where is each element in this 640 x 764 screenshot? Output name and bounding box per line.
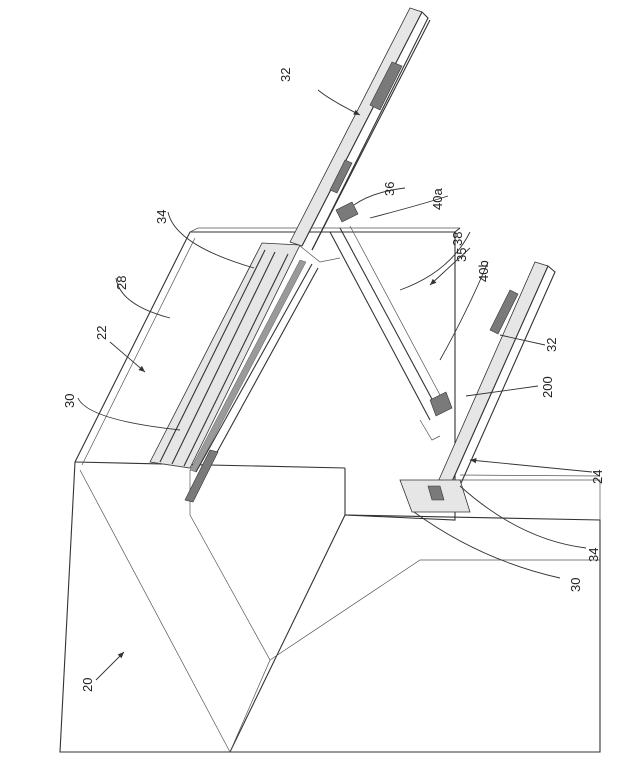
label-22: 22 — [94, 326, 109, 340]
label-35: 35 — [454, 248, 469, 262]
label-24: 24 — [590, 470, 605, 484]
label-30-lower: 30 — [568, 578, 583, 592]
label-30-upper: 30 — [62, 394, 77, 408]
label-34-upper: 34 — [154, 210, 169, 224]
label-32-upper: 32 — [278, 68, 293, 82]
label-36: 36 — [382, 182, 397, 196]
upper-rail-member — [290, 8, 430, 262]
label-20: 20 — [80, 678, 95, 692]
bottom-rail — [400, 480, 470, 512]
label-34-lower: 34 — [586, 548, 601, 562]
link-bar — [330, 202, 452, 420]
left-slide-assembly — [150, 243, 318, 502]
label-38: 38 — [450, 232, 465, 246]
lower-rail-member — [420, 262, 555, 508]
label-40b: 40b — [476, 260, 491, 282]
label-40a: 40a — [430, 188, 445, 210]
label-200: 200 — [540, 376, 555, 398]
label-28: 28 — [114, 276, 129, 290]
label-32-lower: 32 — [544, 338, 559, 352]
